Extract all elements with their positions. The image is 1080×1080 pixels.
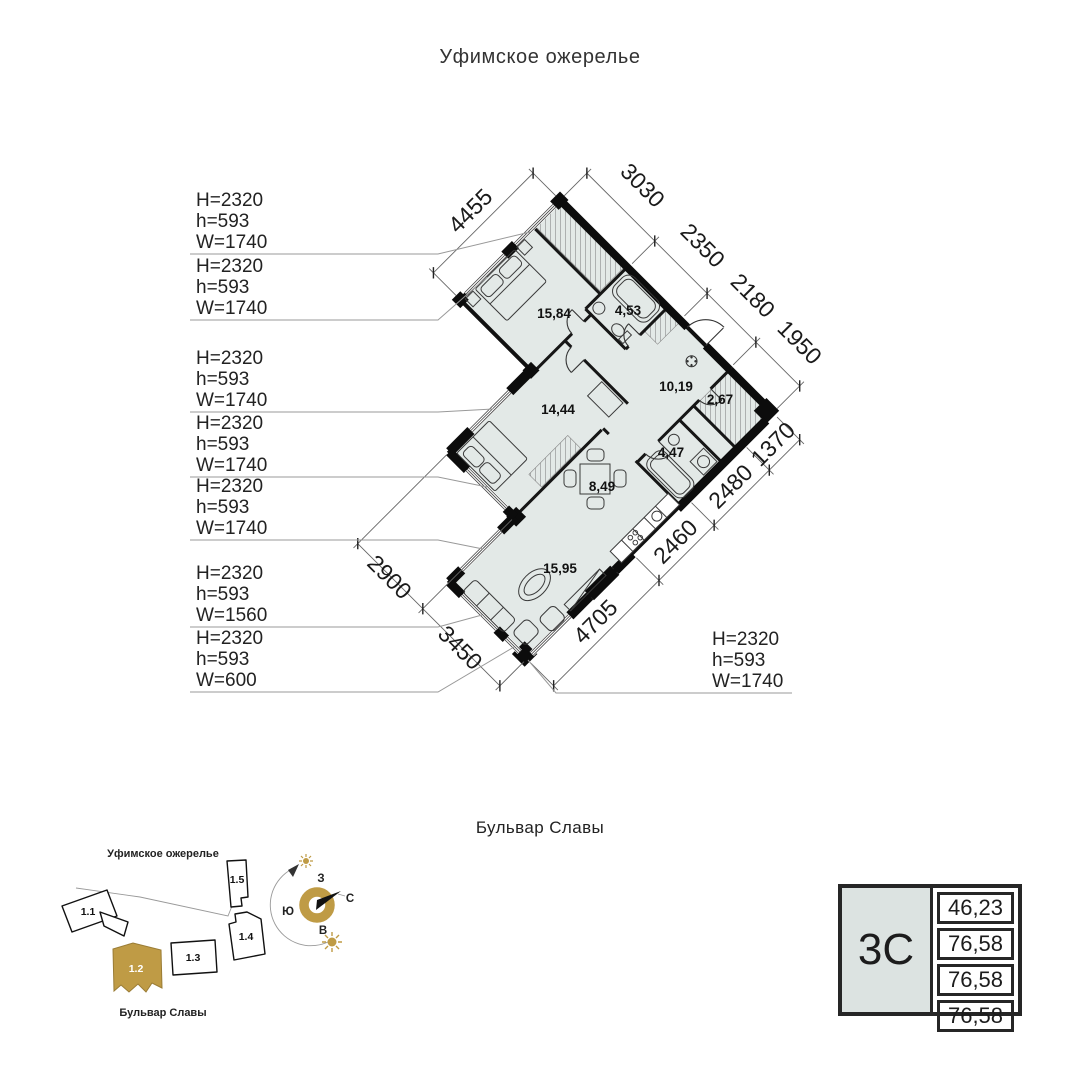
- svg-text:W=1740: W=1740: [712, 671, 783, 692]
- furniture: [457, 238, 718, 645]
- dim-ne-2: 2350: [676, 218, 731, 273]
- compass-needle: [316, 891, 341, 910]
- apartment-outline: [446, 197, 776, 662]
- wardrobe-hatch-bedroom2: [528, 435, 581, 488]
- dim-ne-1: 3030: [615, 158, 670, 213]
- compass-ring: [299, 887, 335, 923]
- svg-text:H=2320: H=2320: [196, 256, 263, 277]
- svg-text:h=593: h=593: [196, 211, 249, 232]
- sun-icon-large: [322, 932, 342, 952]
- room-area-bedroom2: 14,44: [541, 402, 575, 417]
- svg-text:W=1740: W=1740: [196, 455, 267, 476]
- building-1-1-wing: [99, 911, 129, 937]
- svg-text:h=593: h=593: [196, 649, 249, 670]
- building-label-1-4: 1.4: [239, 931, 254, 943]
- svg-text:W=1740: W=1740: [196, 390, 267, 411]
- room-area-bath2: 4,47: [658, 445, 684, 460]
- window-spec-3: H=2320 h=593 W=1740: [196, 348, 267, 411]
- building-label-1-3: 1.3: [186, 952, 201, 964]
- svg-text:H=2320: H=2320: [196, 563, 263, 584]
- compass-north: С: [346, 893, 354, 905]
- window-spec-6: H=2320 h=593 W=1560: [196, 563, 267, 626]
- sun-icon-small: [299, 854, 313, 868]
- vent-icon: [685, 355, 698, 368]
- site-minimap: Уфимское ожерелье 1.1 1.2 1.3 1.4 1.5 Бу…: [61, 848, 266, 1019]
- room-area-closet: 2,67: [707, 392, 733, 407]
- svg-text:h=593: h=593: [196, 497, 249, 518]
- svg-text:h=593: h=593: [196, 277, 249, 298]
- room-area-kitchen: 8,49: [589, 479, 615, 494]
- compass-arrow: [288, 864, 299, 877]
- unit-info-table: 3С 46,23 76,58 76,58 76,58: [838, 884, 1022, 1032]
- svg-text:H=2320: H=2320: [196, 190, 263, 211]
- dim-sw-2: 3450: [433, 620, 488, 675]
- unit-area-value: 76,58: [937, 1000, 1014, 1032]
- dim-sw-1: 2900: [362, 550, 417, 605]
- building-1-1: [61, 889, 118, 933]
- svg-text:H=2320: H=2320: [196, 628, 263, 649]
- building-label-1-5: 1.5: [230, 874, 245, 886]
- dim-ne-3: 2180: [726, 268, 781, 323]
- building-1-3: [170, 939, 218, 976]
- unit-areas: 46,23 76,58 76,58 76,58: [933, 888, 1018, 1032]
- unit-type-label: 3С: [842, 888, 933, 1012]
- minimap-street-bottom: Бульвар Славы: [119, 1007, 206, 1019]
- compass-west: З: [317, 873, 324, 885]
- building-1-4: [228, 911, 266, 961]
- dim-ne-4: 1950: [772, 315, 827, 370]
- doors: [565, 309, 725, 460]
- unit-area-value: 76,58: [937, 964, 1014, 996]
- spec-leaders: [190, 231, 792, 694]
- svg-text:H=2320: H=2320: [196, 413, 263, 434]
- building-1-5: [226, 859, 249, 908]
- svg-text:h=593: h=593: [712, 650, 765, 671]
- room-area-hall: 10,19: [659, 379, 693, 394]
- compass-east: В: [319, 925, 327, 937]
- compass: З С Ю В: [269, 854, 354, 952]
- unit-area-value: 76,58: [937, 928, 1014, 960]
- svg-text:W=1560: W=1560: [196, 605, 267, 626]
- svg-text:H=2320: H=2320: [712, 629, 779, 650]
- svg-text:W=600: W=600: [196, 670, 257, 691]
- window-spec-1: H=2320 h=593 W=1740: [196, 190, 267, 253]
- room-area-bath1: 4,53: [615, 303, 642, 318]
- svg-text:W=1740: W=1740: [196, 232, 267, 253]
- minimap-street-top: Уфимское ожерелье: [107, 848, 219, 860]
- svg-text:W=1740: W=1740: [196, 518, 267, 539]
- svg-text:h=593: h=593: [196, 369, 249, 390]
- window-spec-4: H=2320 h=593 W=1740: [196, 413, 267, 476]
- dim-top: 4455: [443, 183, 498, 238]
- building-1-2-highlighted: [112, 942, 163, 993]
- unit-area-value: 46,23: [937, 892, 1014, 924]
- window-spec-8: H=2320 h=593 W=1740: [712, 629, 783, 692]
- window-spec-2: H=2320 h=593 W=1740: [196, 256, 267, 319]
- svg-text:H=2320: H=2320: [196, 476, 263, 497]
- street-label-bottom: Бульвар Славы: [476, 818, 604, 837]
- svg-text:W=1740: W=1740: [196, 298, 267, 319]
- svg-text:h=593: h=593: [196, 584, 249, 605]
- svg-text:H=2320: H=2320: [196, 348, 263, 369]
- dining-set: [563, 448, 627, 510]
- svg-text:h=593: h=593: [196, 434, 249, 455]
- building-label-1-2: 1.2: [129, 963, 144, 975]
- window-spec-7: H=2320 h=593 W=600: [196, 628, 263, 691]
- room-area-bedroom1: 15,84: [537, 306, 571, 321]
- window-spec-5: H=2320 h=593 W=1740: [196, 476, 267, 539]
- street-label-top: Уфимское ожерелье: [439, 46, 640, 68]
- room-area-living: 15,95: [543, 561, 577, 576]
- building-label-1-1: 1.1: [81, 906, 96, 918]
- compass-south: Ю: [282, 906, 294, 918]
- interior-walls: [513, 225, 738, 518]
